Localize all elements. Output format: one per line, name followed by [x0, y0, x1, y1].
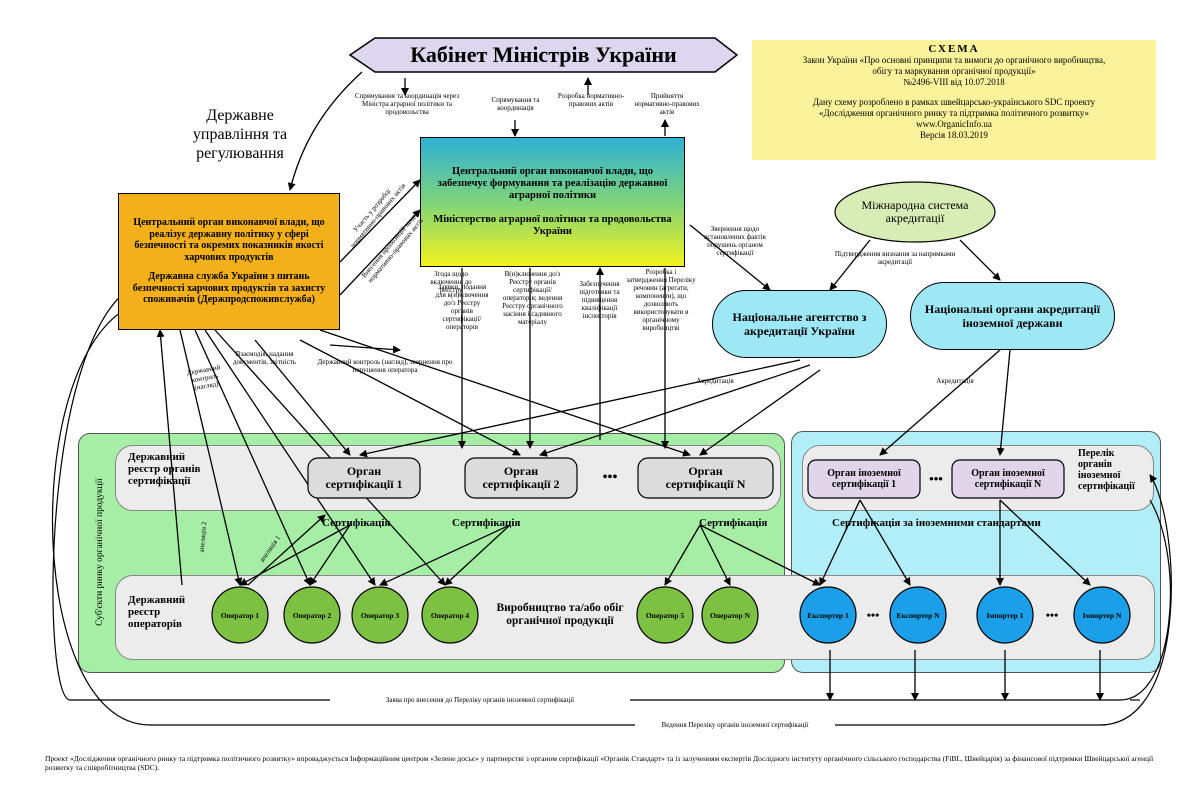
- food-service-role: Центральний орган виконавчої влади, що р…: [133, 217, 325, 263]
- national-agency-ukraine: Національне агентство з акредитації Укра…: [712, 290, 887, 358]
- scheme-law-2: обігу та маркування органічної продукції…: [872, 66, 1036, 76]
- label-training: Забезпечення підготовки та підвищення кв…: [579, 280, 620, 320]
- foreign-cert-label: Сертифікація за іноземними стандартами: [832, 517, 1041, 529]
- cabinet-link-3: Розробка нормативно-правових актів: [557, 92, 625, 108]
- label-accreditation-ua: Акредитація: [696, 377, 734, 385]
- national-agency-foreign: Національні органи акредитації іноземної…: [910, 282, 1115, 350]
- cabinet-link-1: Спрямування та координація через Міністр…: [354, 92, 460, 116]
- cert-body-1: Орган сертифікації 1: [325, 464, 403, 491]
- registry-cert-label: Державний реєстр органів сертифікації: [128, 451, 201, 487]
- certification-label-2: Сертифікація: [452, 517, 521, 529]
- scheme-version: Версія 18.03.2019: [920, 130, 988, 140]
- scheme-law-3: №2496-VIII від 10.07.2018: [903, 77, 1005, 87]
- label-interaction: Взаємодія, надання документів, звітність: [233, 350, 296, 366]
- label-applications: Заявки, подання для в(и)ключення до/з Ре…: [435, 283, 489, 331]
- label-statement: Заява про внесення до Переліку органів і…: [330, 696, 630, 704]
- intl-accreditation-shape: [834, 181, 996, 243]
- exporter-1: Експортер 1: [807, 610, 849, 620]
- importer-n: Імпортер N: [1082, 610, 1122, 620]
- importer-dots: •••: [1045, 607, 1059, 622]
- cert-body-2: Орган сертифікації 2: [482, 464, 560, 491]
- operator-n: Оператор N: [709, 610, 750, 620]
- scheme-law-1: Закон України «Про основні принципи та в…: [802, 55, 1106, 65]
- label-appeal: Звернення щодо встановлених фактів поруш…: [704, 225, 766, 257]
- food-service-name: Державна служба України з питань безпечн…: [132, 271, 326, 306]
- label-inclusion: В(и)ключення до/з Реєстру органів сертиф…: [502, 270, 563, 326]
- cabinet-link-4: Прийняття нормативно-правових актів: [634, 92, 700, 116]
- sidebar-label: Суб'єкти ринку органічної продукції: [95, 478, 105, 626]
- cabinet-shape: [348, 37, 739, 73]
- operator-5: Оператор 5: [645, 610, 685, 620]
- scheme-box: СХЕМА Закон України «Про основні принцип…: [752, 40, 1156, 160]
- scheme-dev-1: Дану схему розроблено в рамках швейцарсь…: [812, 97, 1096, 107]
- food-service-box: Центральний орган виконавчої влади, що р…: [118, 193, 340, 330]
- importer-1: Імпортер 1: [986, 610, 1024, 620]
- operator-1: Оператор 1: [220, 610, 260, 620]
- label-develop: Розробка і затвердження Переліку речовин…: [626, 268, 696, 332]
- footer-text: Проект «Дослідження органічного ринку та…: [45, 754, 1154, 772]
- label-accreditation-foreign: Акредитація: [936, 377, 974, 385]
- ministry-box: Центральний орган виконавчої влади, що з…: [420, 137, 685, 267]
- cert-body-n: Орган сертифікації N: [665, 464, 746, 491]
- label-control-2: Державний контроль (нагляд), звернення п…: [317, 358, 453, 374]
- intl-accreditation: Міжнародна система акредитації: [861, 198, 969, 225]
- label-keeping: Ведення Переліку органів іноземної серти…: [635, 721, 835, 729]
- ministry-role: Центральний орган виконавчої влади, що з…: [437, 166, 668, 201]
- operator-2: Оператор 2: [292, 610, 332, 620]
- operator-4: Оператор 4: [430, 610, 470, 620]
- exporter-n: Експортер N: [896, 610, 940, 620]
- certification-label-3: Сертифікація: [699, 517, 768, 529]
- production-label: Виробництво та/або обіг органічної проду…: [496, 602, 624, 627]
- cabinet-link-2: Спрямування та координація: [491, 96, 540, 112]
- operator-3: Оператор 3: [360, 610, 400, 620]
- label-confirm: Підтвердження визнання за напрямками акр…: [834, 250, 956, 266]
- scheme-site-link[interactable]: www.OrganicInfo.ua: [916, 119, 992, 129]
- foreign-body-n: Орган іноземної сертифікації N: [971, 468, 1045, 490]
- cabinet-title: Кабінет Міністрів України: [410, 42, 677, 67]
- label-consent: Згода щодо включення до реєстру: [430, 270, 472, 294]
- cert-body-dots: •••: [602, 470, 618, 485]
- gov-label: Державне управління та регулювання: [192, 107, 288, 162]
- certification-label-1: Сертифікація: [322, 517, 391, 529]
- scheme-title: СХЕМА: [928, 43, 980, 55]
- ministry-name: Міністерство аграрної політики та продов…: [433, 214, 672, 237]
- registry-ops-label: Державний реєстр операторів: [128, 594, 186, 630]
- foreign-body-1: Орган іноземної сертифікації 1: [827, 468, 901, 490]
- exporter-dots: •••: [866, 607, 880, 622]
- scheme-dev-2: «Дослідження органічного ринку та підтри…: [819, 108, 1089, 118]
- foreign-list-label: Перелік органів іноземної сертифікації: [1078, 448, 1135, 492]
- foreign-body-dots: •••: [929, 471, 943, 486]
